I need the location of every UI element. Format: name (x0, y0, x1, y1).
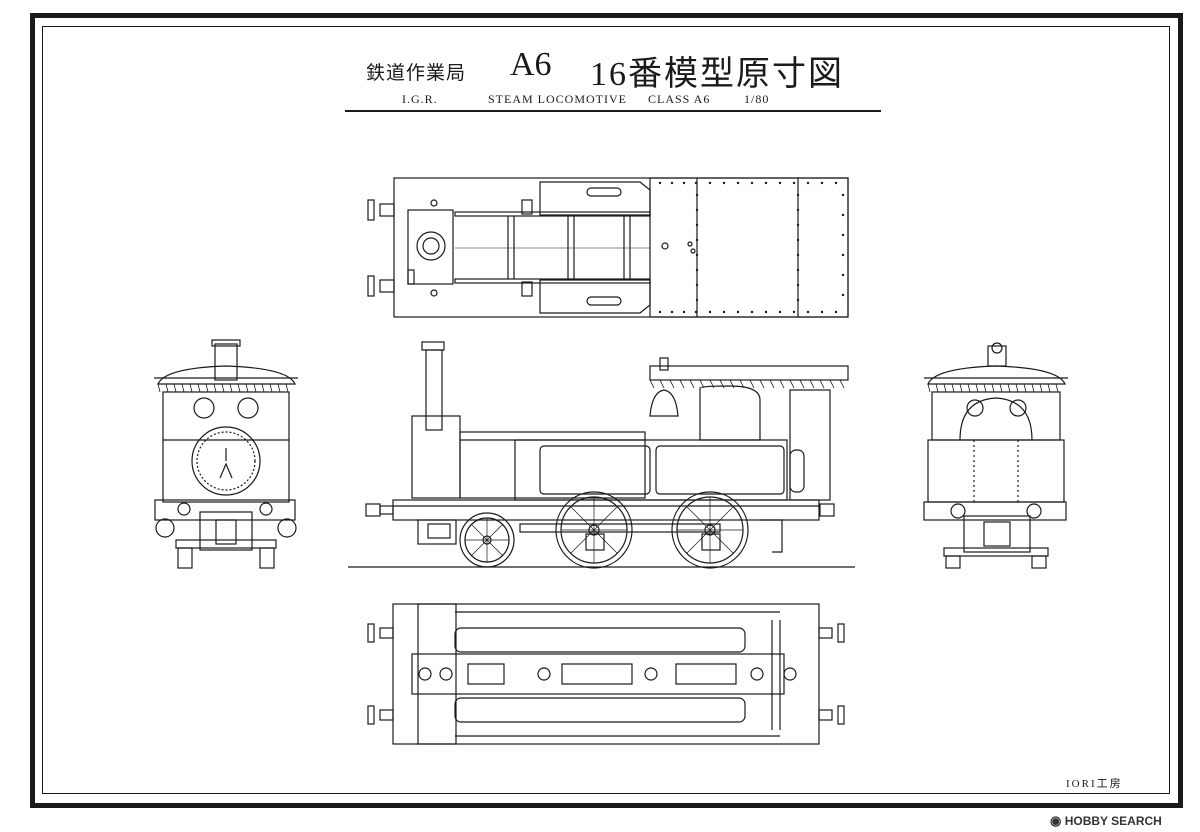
outer-border (30, 13, 1183, 808)
front-view (154, 339, 298, 569)
rear-view (923, 342, 1068, 569)
subtitle-type: STEAM LOCOMOTIVE (488, 92, 627, 106)
title-underline (345, 110, 881, 112)
subtitle-class: CLASS A6 (648, 92, 711, 106)
watermark-text: HOBBY SEARCH (1064, 814, 1162, 828)
subtitle-scale: 1/80 (744, 92, 770, 106)
top-view (367, 177, 849, 318)
drawing-title: 16番模型原寸図 (590, 56, 844, 93)
subtitle-railway: I.G.R. (402, 92, 438, 106)
organization-name: 鉄道作業局 (366, 63, 467, 84)
workshop-signature: IORI工房 (1066, 778, 1123, 790)
side-view (348, 341, 855, 569)
inner-border (42, 26, 1170, 794)
hobby-search-logo-icon: ◉ (1050, 813, 1062, 828)
watermark: ◉ HOBBY SEARCH (1050, 813, 1162, 829)
class-name: A6 (510, 46, 552, 83)
underside-view (367, 603, 845, 745)
